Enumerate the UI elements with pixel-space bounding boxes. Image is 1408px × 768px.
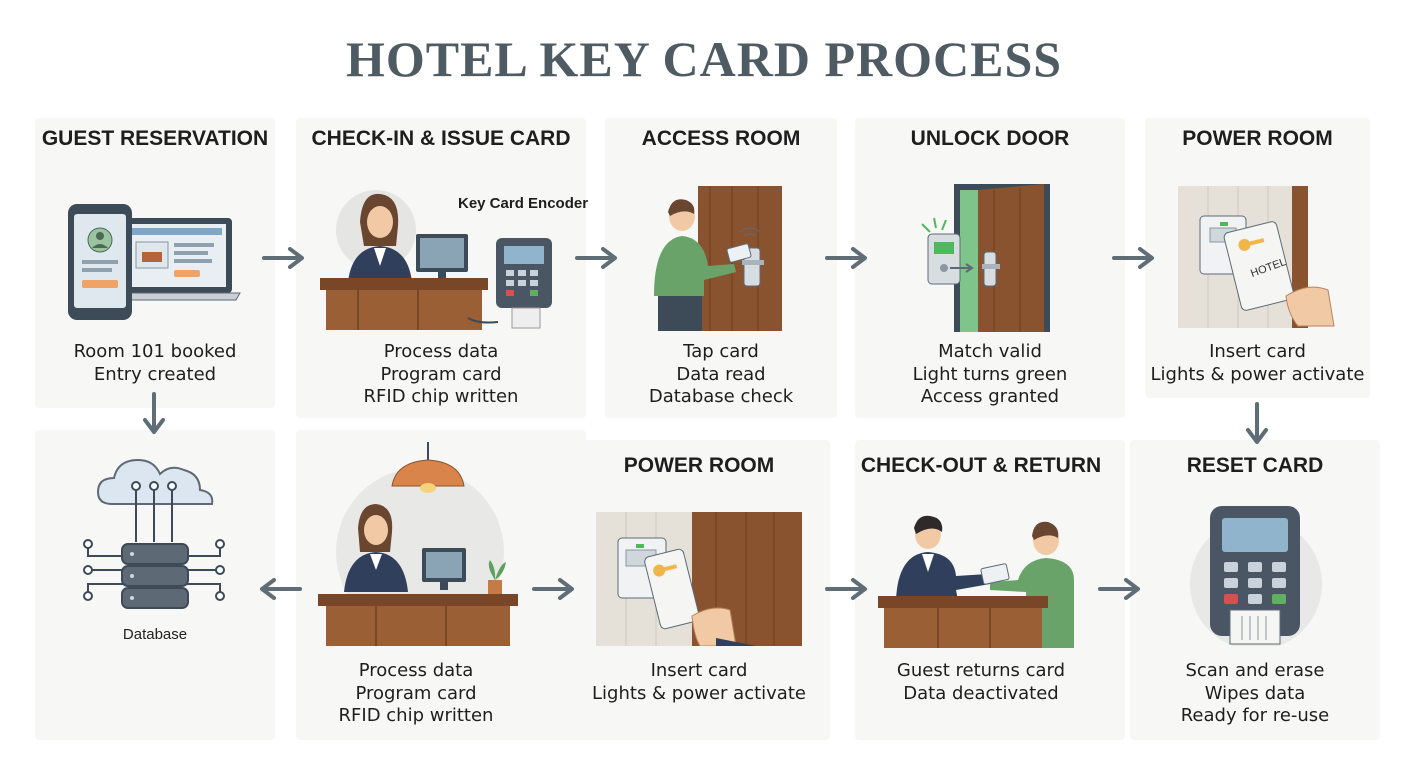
desc-line: RFID chip written [338, 705, 494, 726]
desc-line: Database check [648, 386, 794, 407]
desc-line: Lights & power activate [592, 682, 806, 704]
desc-line: Light turns green [912, 363, 1068, 385]
desc-line: Data deactivated [903, 682, 1059, 704]
desc-line: Lights & power activate [1150, 363, 1365, 385]
heading-reset-card: RESET CARD [1186, 454, 1324, 477]
desc-line: Scan and erase [1185, 660, 1325, 681]
heading-access-room: ACCESS ROOM [641, 127, 801, 150]
heading-check-out: CHECK-OUT & RETURN [860, 454, 1102, 477]
desc-line: Room 101 booked [73, 341, 237, 362]
power-room-illustration-2 [596, 512, 802, 646]
desc-line: Program card [380, 363, 502, 385]
reset-card-reader-illustration [1190, 506, 1322, 646]
unlock-door-illustration [921, 184, 1050, 332]
desc-line: Tap card [683, 341, 759, 362]
arrow-down-icon [1246, 402, 1268, 444]
database-label: Database [122, 626, 188, 643]
heading-guest-reservation: GUEST RESERVATION [41, 127, 269, 150]
arrow-right-icon [825, 578, 867, 600]
receptionist-checkin-illustration [320, 190, 552, 330]
power-room-illustration [1178, 186, 1335, 328]
heading-power-room: POWER ROOM [1182, 127, 1333, 150]
heading-unlock-door: UNLOCK DOOR [910, 127, 1070, 150]
desc-guest-reservation: Room 101 booked Entry created [35, 341, 275, 386]
desc-check-out: Guest returns card Data deactivated [855, 660, 1107, 705]
phone-laptop-illustration [68, 204, 241, 320]
desc-access-room: Tap card Data read Database check [605, 341, 837, 409]
arrow-right-icon [575, 247, 617, 269]
desc-line: Process data [358, 660, 474, 681]
desc-line: Process data [383, 341, 499, 362]
desc-line: Data read [676, 363, 766, 385]
arrow-right-icon [1098, 578, 1140, 600]
arrow-right-icon [825, 247, 867, 269]
arrow-right-icon [262, 247, 304, 269]
arrow-down-icon [143, 392, 165, 434]
arrow-right-icon [1112, 247, 1154, 269]
arrow-left-icon [260, 578, 302, 600]
desc-power-room: Insert card Lights & power activate [1145, 341, 1370, 386]
access-room-illustration [654, 186, 782, 331]
desc-line: Entry created [93, 363, 217, 385]
desc-line: RFID chip written [363, 386, 519, 407]
receptionist-lamp-illustration [318, 442, 518, 646]
desc-power-room-2: Insert card Lights & power activate [568, 660, 830, 705]
arrow-right-icon [532, 578, 574, 600]
desc-line: Insert card [1209, 341, 1306, 362]
key-card-encoder-label: Key Card Encoder [458, 195, 589, 212]
desc-line: Guest returns card [896, 660, 1066, 681]
cloud-database-illustration [83, 458, 225, 609]
desc-unlock-door: Match valid Light turns green Access gra… [855, 341, 1125, 409]
check-out-illustration [878, 515, 1074, 648]
heading-power-room-2: POWER ROOM [623, 454, 775, 477]
desc-line: Insert card [650, 660, 748, 681]
desc-check-in: Process data Program card RFID chip writ… [296, 341, 586, 409]
desc-reset-card: Scan and erase Wipes data Ready for re-u… [1130, 660, 1380, 728]
desc-line: Ready for re-use [1180, 705, 1330, 726]
page-title: HOTEL KEY CARD PROCESS [345, 31, 1063, 87]
desc-line: Match valid [938, 341, 1042, 362]
desc-line: Wipes data [1204, 682, 1306, 704]
desc-line: Program card [355, 682, 477, 704]
desc-check-in-2: Process data Program card RFID chip writ… [276, 660, 556, 728]
heading-check-in: CHECK-IN & ISSUE CARD [311, 127, 571, 150]
desc-line: Access granted [920, 386, 1060, 407]
